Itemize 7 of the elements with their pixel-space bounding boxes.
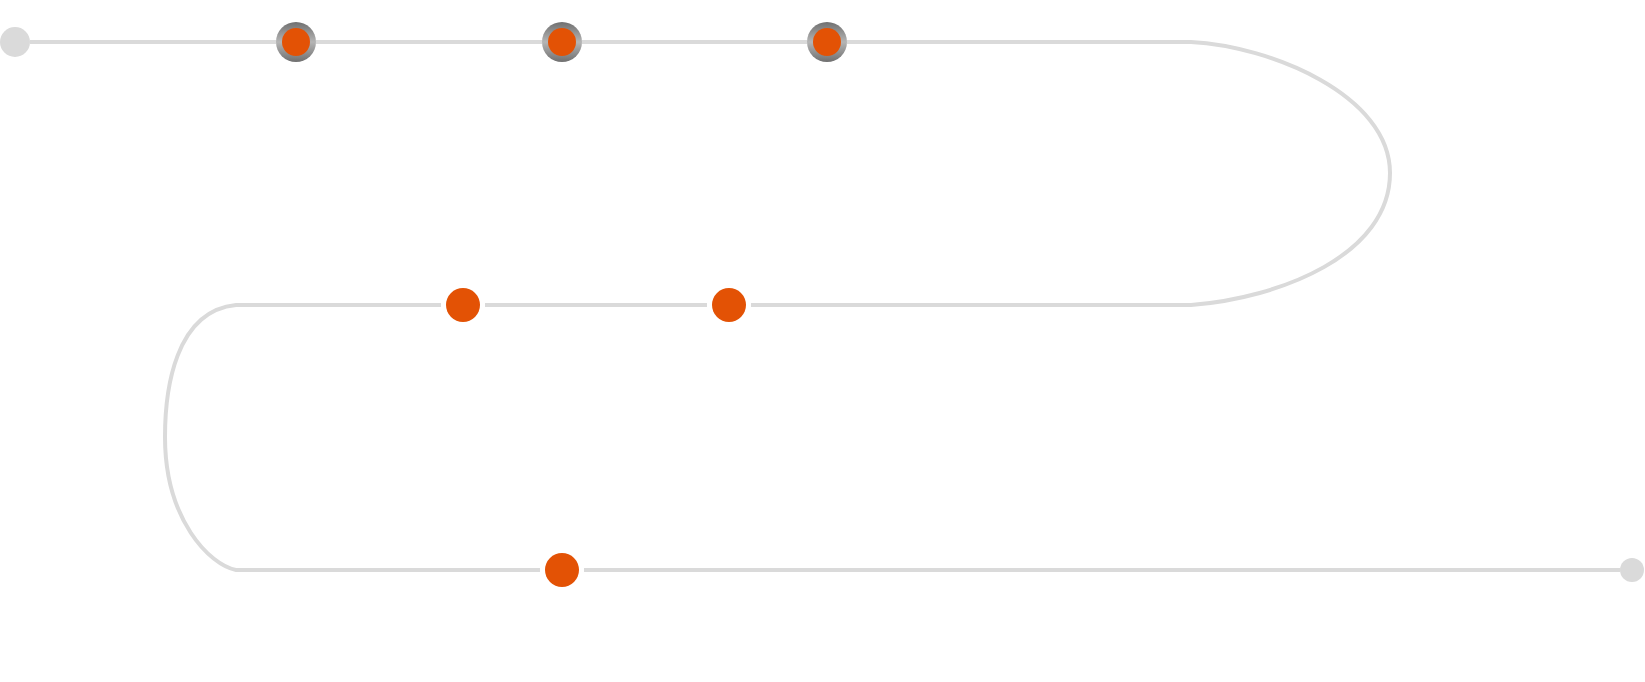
connector-line: [30, 40, 276, 44]
connector-line: [751, 40, 1392, 307]
connector-line: [582, 40, 807, 44]
connector-line: [316, 40, 542, 44]
connector-line: [584, 568, 1620, 572]
connector-line: [485, 303, 707, 307]
connector-line: [163, 303, 540, 572]
